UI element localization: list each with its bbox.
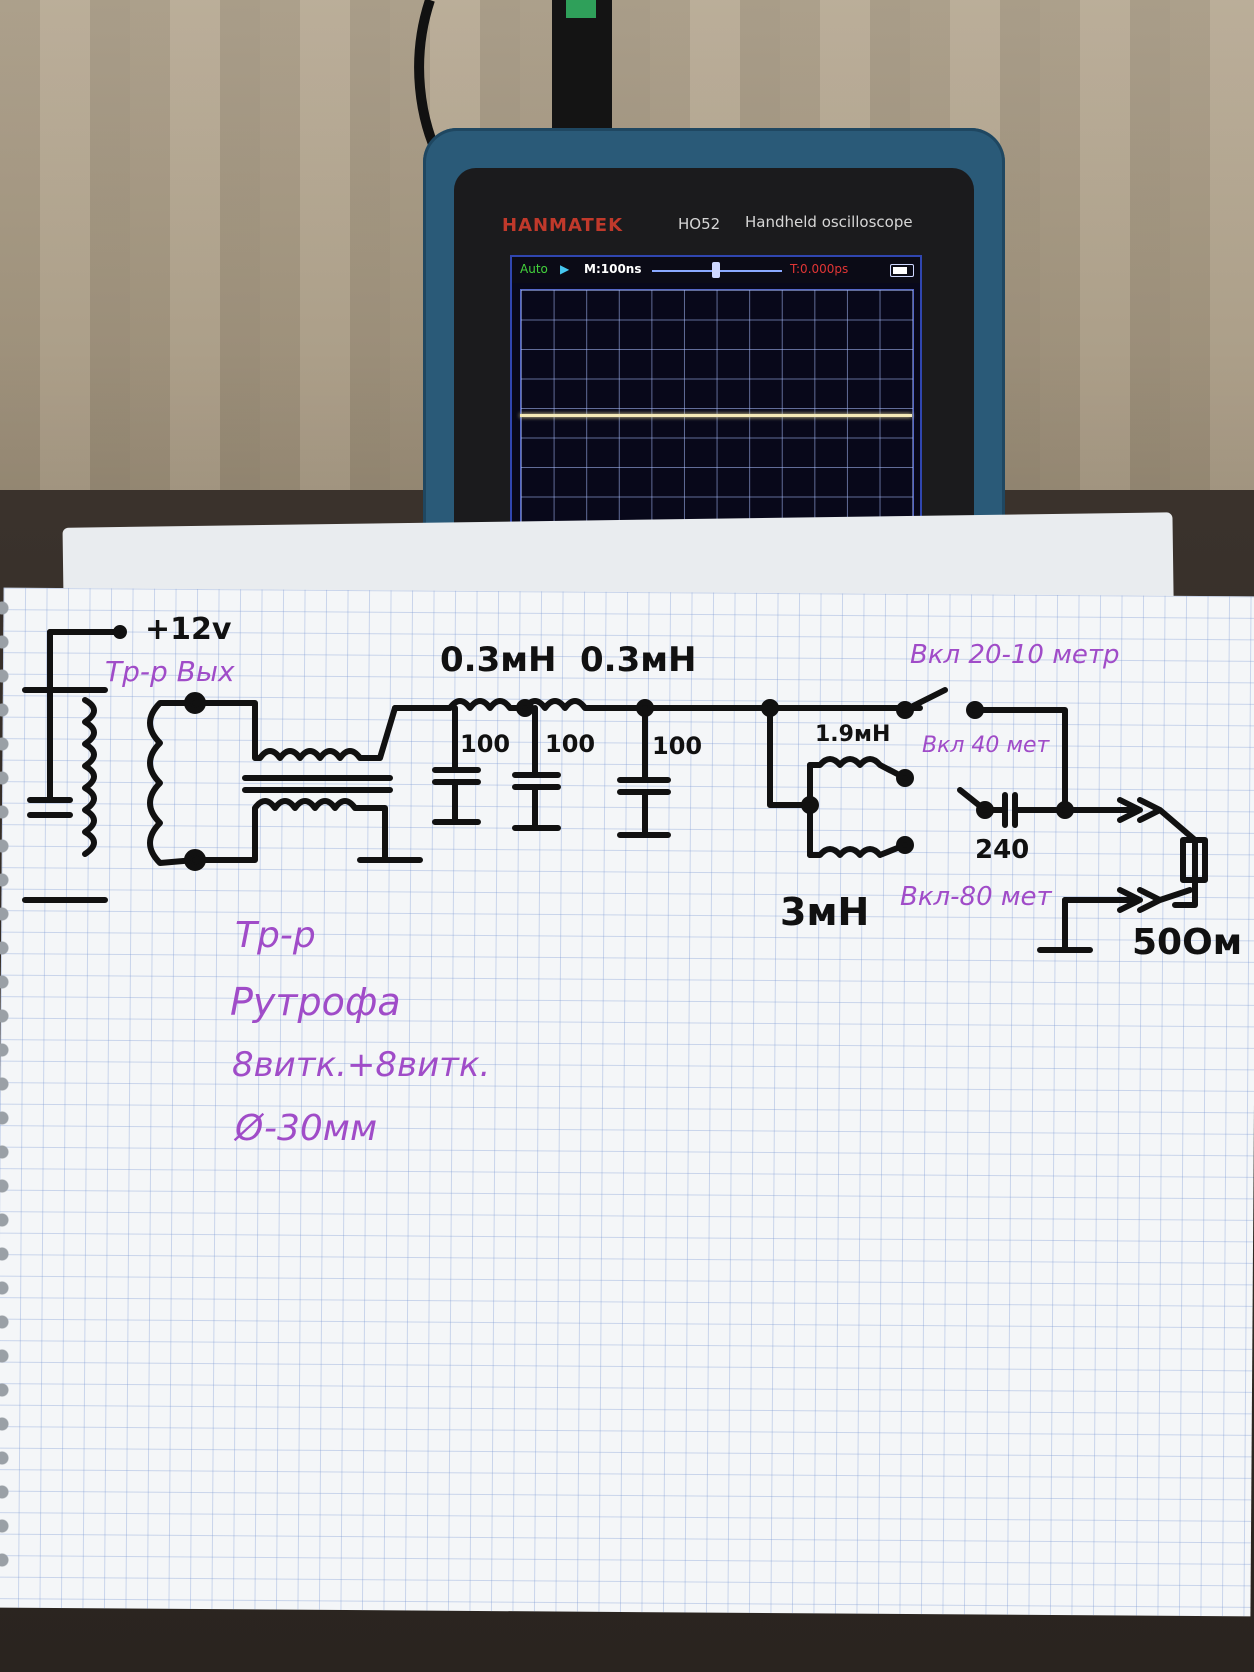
- inductor-1-9-label: 1.9мН: [815, 722, 891, 747]
- cap-3-label: 100: [652, 732, 703, 760]
- mode-label: Auto: [520, 262, 548, 276]
- output-label: Тр-р Вых: [105, 655, 235, 688]
- note-line-3: 8витк.+8витк.: [232, 1045, 491, 1085]
- cap-2-label: 100: [545, 730, 596, 758]
- oscilloscope-model: HO52: [678, 215, 721, 233]
- timebase-label: M:100ns: [584, 262, 642, 276]
- oscilloscope-description: Handheld oscilloscope: [745, 213, 913, 231]
- cap-240-label: 240: [975, 835, 1030, 865]
- inductor-3-label: 3мН: [780, 890, 870, 934]
- switch-20-10-label: Вкл 20-10 метр: [910, 640, 1120, 670]
- notebook-spiral: [0, 600, 20, 1580]
- note-line-1: Тр-р: [235, 915, 316, 956]
- oscilloscope-screen: Auto ▶ M:100ns T:0.000ps: [510, 255, 922, 531]
- inductor-1-label: 0.3мН: [440, 640, 557, 680]
- trigger-time-label: T:0.000ps: [790, 262, 849, 276]
- probe-cable: [414, 0, 612, 163]
- timebase-slider-knob: [712, 262, 720, 278]
- note-line-2: Рутрофа: [230, 980, 401, 1024]
- switch-40-label: Вкл 40 мет: [922, 733, 1050, 758]
- oscilloscope-brand: HANMATEK: [502, 215, 624, 236]
- supply-label: +12v: [145, 612, 232, 647]
- inductor-2-label: 0.3мН: [580, 640, 697, 680]
- scope-grid: [520, 289, 914, 527]
- battery-icon: [890, 264, 914, 277]
- screen-status-bar: Auto ▶ M:100ns T:0.000ps: [512, 257, 920, 283]
- play-icon: ▶: [560, 262, 570, 276]
- resistor-label: 50Ом: [1132, 922, 1243, 963]
- note-line-4: Ø-30мм: [235, 1108, 378, 1149]
- cap-1-label: 100: [460, 730, 511, 758]
- scope-trace: [520, 414, 912, 417]
- switch-80-label: Вкл-80 мет: [900, 882, 1052, 912]
